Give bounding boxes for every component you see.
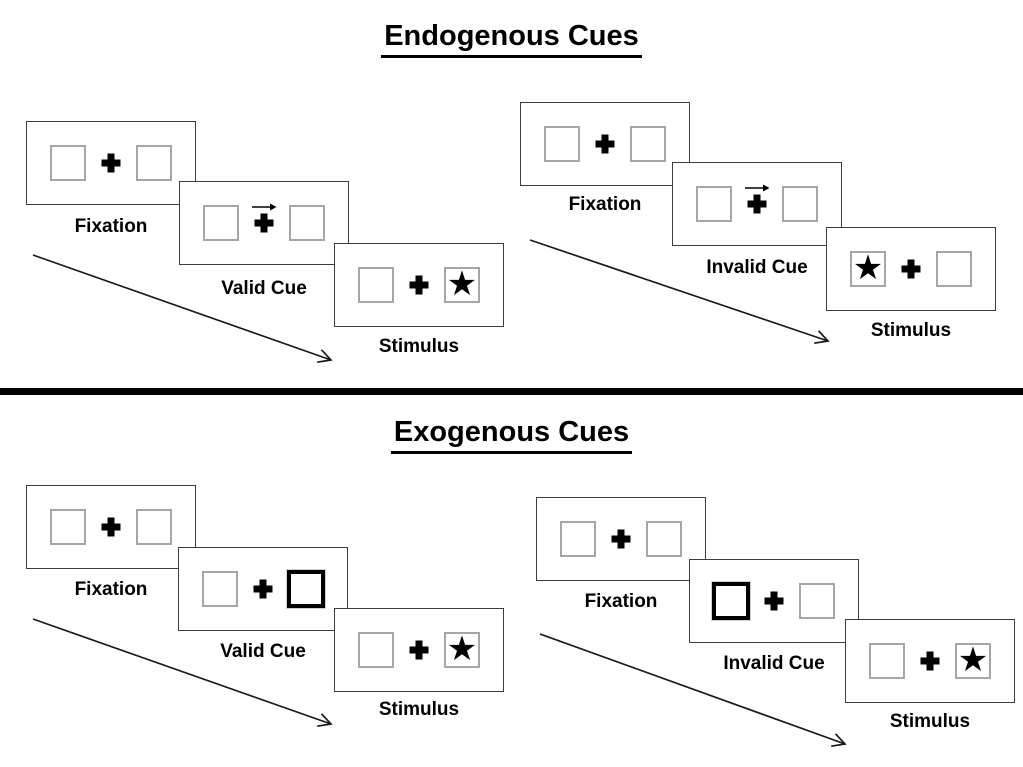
fixation-cross-icon xyxy=(409,640,429,660)
invalid-cue-frame xyxy=(689,559,859,643)
fixation-cross-icon xyxy=(409,275,429,295)
fixation-cross-icon xyxy=(101,153,121,173)
left-box xyxy=(50,509,86,545)
fixation-label: Fixation xyxy=(74,579,148,600)
cue-arrow-icon xyxy=(745,184,770,192)
right-box-target: ★ xyxy=(444,632,480,668)
left-box xyxy=(202,571,238,607)
group-endogenous-invalid: Fixation Invalid Cue ★ Stimulus xyxy=(512,90,1023,388)
fixation-cross-icon xyxy=(764,591,784,611)
target-star-icon: ★ xyxy=(957,639,989,680)
section-title-text: Endogenous Cues xyxy=(381,20,642,58)
fixation-cross-icon xyxy=(920,651,940,671)
group-exogenous-invalid: Fixation Invalid Cue ★ Stimulus xyxy=(512,455,1023,767)
fixation-cross-icon xyxy=(901,259,921,279)
fixation-cross-icon xyxy=(747,194,767,214)
left-box xyxy=(50,145,86,181)
right-box xyxy=(936,251,972,287)
valid-cue-frame xyxy=(178,547,348,631)
timeline-arrow-icon xyxy=(32,254,333,364)
fixation-cross-icon xyxy=(254,213,274,233)
stimulus-label: Stimulus xyxy=(889,711,971,732)
fixation-label: Fixation xyxy=(584,591,658,612)
fixation-label: Fixation xyxy=(568,194,642,215)
stimulus-label: Stimulus xyxy=(378,699,460,720)
valid-cue-frame xyxy=(179,181,349,265)
endogenous-section-title: Endogenous Cues xyxy=(0,20,1023,58)
target-star-icon: ★ xyxy=(446,628,478,669)
right-box xyxy=(646,521,682,557)
timeline-arrow-icon xyxy=(539,633,847,748)
section-divider xyxy=(0,388,1023,395)
right-box-cue-highlight xyxy=(287,570,325,608)
timeline-arrow-icon xyxy=(32,618,333,728)
left-box xyxy=(696,186,732,222)
timeline-arrow-icon xyxy=(529,239,830,345)
left-box-target: ★ xyxy=(850,251,886,287)
left-box xyxy=(203,205,239,241)
cue-label: Valid Cue xyxy=(220,641,306,662)
left-box xyxy=(560,521,596,557)
right-box-target: ★ xyxy=(955,643,991,679)
fixation-frame xyxy=(520,102,690,186)
target-star-icon: ★ xyxy=(852,247,884,288)
cue-label: Invalid Cue xyxy=(706,257,808,278)
fixation-cross-icon xyxy=(611,529,631,549)
stimulus-frame: ★ xyxy=(826,227,996,311)
group-endogenous-valid: Fixation Valid Cue ★ Stimulus xyxy=(0,90,512,388)
stimulus-label: Stimulus xyxy=(378,336,460,357)
fixation-frame xyxy=(26,121,196,205)
stimulus-frame: ★ xyxy=(845,619,1015,703)
right-box xyxy=(799,583,835,619)
group-exogenous-valid: Fixation Valid Cue ★ Stimulus xyxy=(0,455,512,767)
left-box xyxy=(869,643,905,679)
target-star-icon: ★ xyxy=(446,263,478,304)
cue-label: Invalid Cue xyxy=(723,653,825,674)
right-box xyxy=(782,186,818,222)
right-box xyxy=(136,509,172,545)
section-title-text: Exogenous Cues xyxy=(390,416,633,454)
fixation-cross-icon xyxy=(101,517,121,537)
left-box xyxy=(358,632,394,668)
fixation-cross-icon xyxy=(253,579,273,599)
fixation-frame xyxy=(26,485,196,569)
fixation-cross-icon xyxy=(595,134,615,154)
right-box xyxy=(289,205,325,241)
fixation-frame xyxy=(536,497,706,581)
cue-arrow-icon xyxy=(252,203,277,211)
right-box xyxy=(136,145,172,181)
left-box xyxy=(544,126,580,162)
cue-label: Valid Cue xyxy=(221,278,307,299)
exogenous-section-title: Exogenous Cues xyxy=(0,416,1023,454)
stimulus-label: Stimulus xyxy=(870,320,952,341)
invalid-cue-frame xyxy=(672,162,842,246)
stimulus-frame: ★ xyxy=(334,243,504,327)
stimulus-frame: ★ xyxy=(334,608,504,692)
left-box-cue-highlight xyxy=(712,582,750,620)
fixation-label: Fixation xyxy=(74,216,148,237)
left-box xyxy=(358,267,394,303)
right-box-target: ★ xyxy=(444,267,480,303)
right-box xyxy=(630,126,666,162)
